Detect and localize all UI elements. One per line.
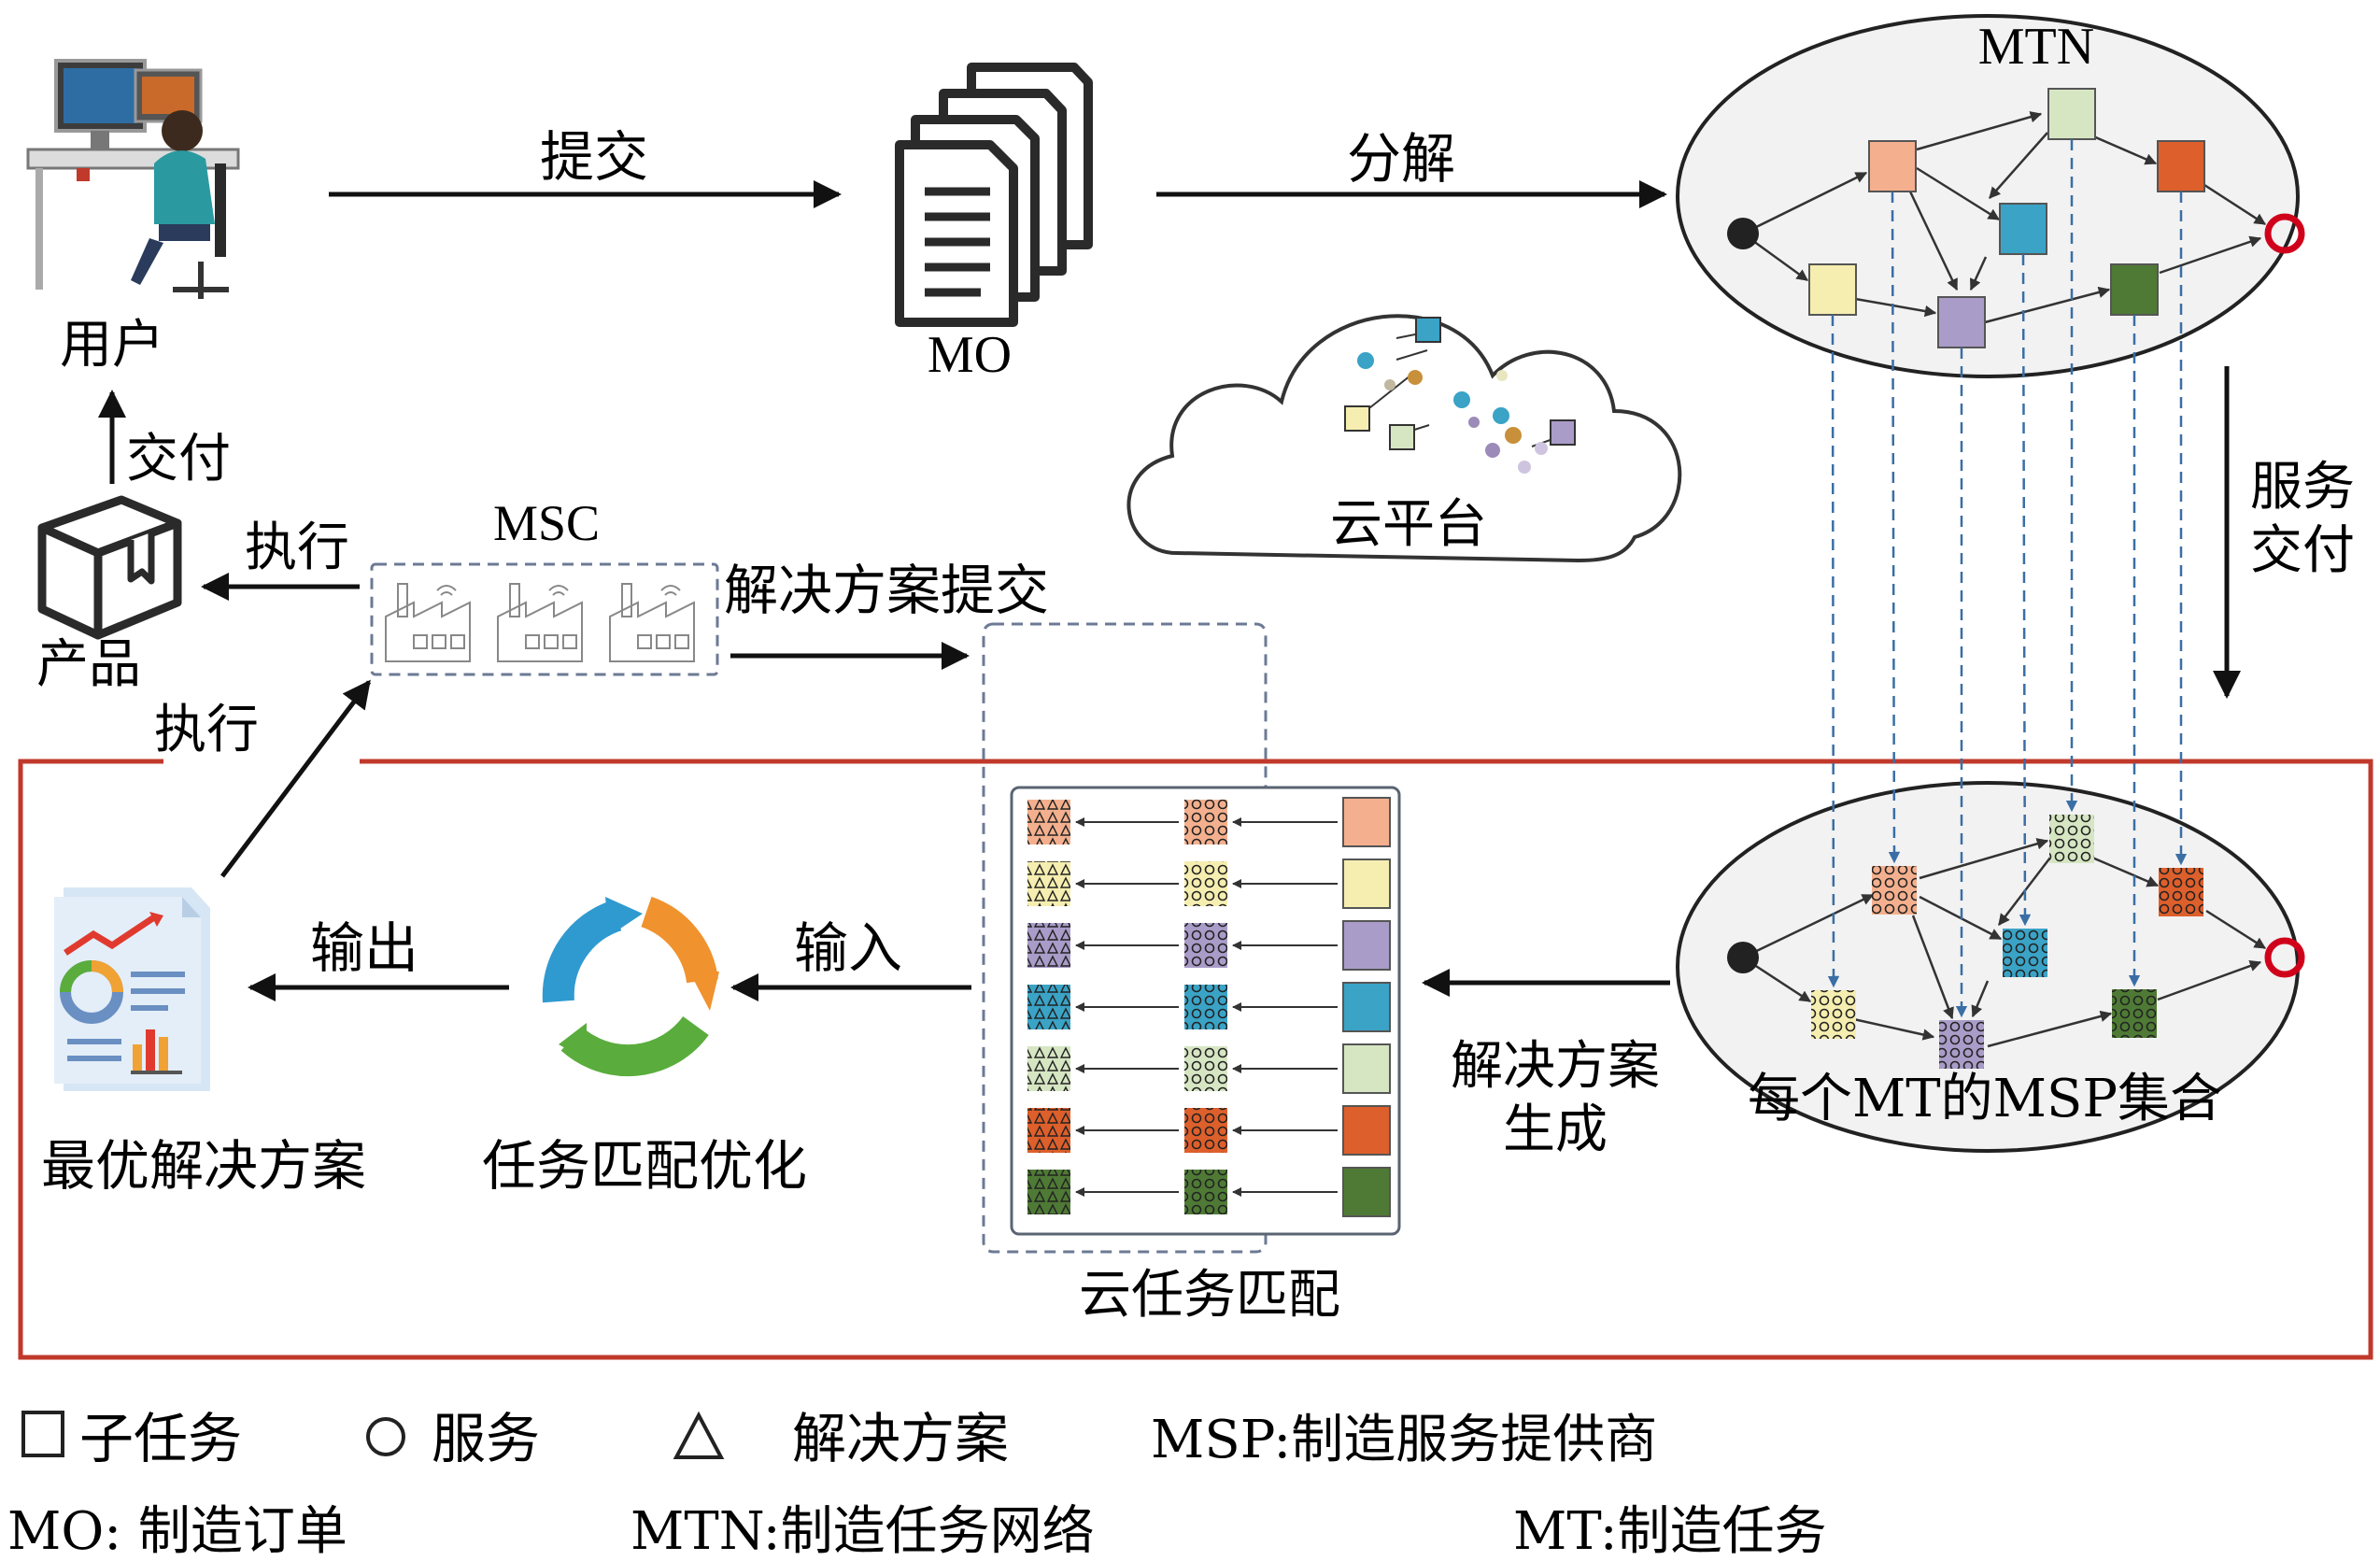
match-rows [1027,797,1391,1217]
solution-triangles [1027,1108,1070,1153]
msp-service-node [1872,866,1917,915]
mtn-label: MTN [1978,18,2094,76]
legend-circle-icon [366,1417,405,1456]
legend-msp-def: MSP:制造服务提供商 [1151,1410,1657,1470]
legend-service: 服务 [432,1407,540,1470]
msc-box [370,562,719,676]
factory-icon [609,583,695,662]
mtn-subtask-node [2110,263,2159,316]
mo-label: MO [928,326,1012,384]
matching-region-frame [18,759,2373,1360]
user-label: 用户 [60,315,164,376]
service-circles [1184,1108,1227,1153]
cloud-match-label: 云任务匹配 [1079,1265,1340,1326]
mtn-end-node [2264,213,2305,254]
service-circles [1184,800,1227,844]
factory-icon [385,583,471,662]
output-label: 输出 [310,916,418,980]
msp-set-label: 每个MT的MSP集合 [1748,1069,2222,1129]
document-stack-icon [895,63,1093,327]
msp-service-node [1939,1020,1984,1069]
match-row [1027,797,1391,847]
msp-start-node [1727,942,1759,973]
factory-icons [385,583,695,662]
solution-triangles [1027,1170,1070,1214]
subtask-cell [1342,859,1391,909]
match-row [1027,1105,1391,1156]
solution-gen-label-2: 生成 [1503,1100,1608,1160]
msp-service-node [2049,815,2094,863]
mtn-start-node [1727,218,1759,249]
optimize-label: 任务匹配优化 [482,1134,807,1198]
deliver-label: 交付 [126,429,231,490]
match-row [1027,859,1391,909]
match-row [1027,920,1391,971]
decompose-label: 分解 [1347,127,1455,191]
match-row [1027,982,1391,1032]
product-box-icon [37,495,182,640]
mapping-dashed-lines [1827,139,2188,1018]
report-icon [54,887,210,1091]
mtn-task-nodes [1808,88,2205,348]
mtn-subtask-node [1937,296,1986,348]
legend-solution: 解决方案 [792,1407,1009,1470]
mtn-network [1742,111,2267,324]
optimization-cycle-icon [542,896,719,1077]
msp-service-node [1811,990,1856,1039]
solution-triangles [1027,1046,1070,1091]
legend-subtask: 子任务 [79,1407,242,1470]
subtask-cell [1342,1105,1391,1156]
mtn-subtask-node [2157,140,2205,192]
match-row [1027,1043,1391,1094]
submit-label: 提交 [540,125,648,189]
legend-square-icon [21,1411,64,1457]
execute-label-diag: 执行 [154,700,259,760]
cloud-platform-label: 云平台 [1330,494,1487,555]
service-circles [1184,923,1227,968]
msc-label: MSC [493,495,600,551]
solution-triangles [1027,861,1070,906]
mtn-subtask-node [1808,263,1857,316]
subtask-cell [1342,797,1391,847]
execute-arrow-diag [220,679,371,878]
service-delivery-label-2: 交付 [2250,520,2355,581]
subtask-cell [1342,1167,1391,1217]
subtask-cell [1342,982,1391,1032]
factory-icon [497,583,583,662]
legend-mt-def: MT:制造任务 [1513,1501,1827,1561]
solution-triangles [1027,800,1070,844]
mtn-subtask-node [1999,203,2047,255]
solution-triangles [1027,923,1070,968]
msp-service-node [2003,929,2047,977]
service-circles [1184,985,1227,1029]
best-solution-label: 最优解决方案 [41,1134,366,1198]
user-workstation-icon [26,59,240,299]
match-row [1027,1167,1391,1217]
msp-service-node [2159,868,2203,916]
legend-mtn-def: MTN:制造任务网络 [630,1501,1095,1561]
mtn-subtask-node [2047,88,2096,140]
solution-submit-label: 解决方案提交 [724,559,1049,622]
solution-triangles [1027,985,1070,1029]
legend-triangle-icon [673,1411,725,1459]
msp-service-nodes [1811,815,2203,1069]
execute-label-top: 执行 [245,518,349,578]
product-label: 产品 [36,634,141,695]
msp-service-node [2112,989,2157,1038]
service-circles [1184,1170,1227,1214]
solution-gen-label-1: 解决方案 [1451,1036,1660,1097]
cloud-network-graphic [1344,317,1576,474]
subtask-cell [1342,1043,1391,1094]
input-label: 输入 [794,916,902,980]
mtn-subtask-node [1868,140,1917,192]
service-circles [1184,1046,1227,1091]
service-delivery-label-1: 服务 [2250,457,2355,518]
msp-end-node [2264,937,2305,978]
subtask-cell [1342,920,1391,971]
service-circles [1184,861,1227,906]
legend: 子任务 服务 解决方案 MSP:制造服务提供商 MO: 制造订单 MTN:制造任… [7,1407,1827,1561]
mapping-dashed-line [1827,314,1840,988]
legend-mo-def: MO: 制造订单 [7,1501,347,1561]
